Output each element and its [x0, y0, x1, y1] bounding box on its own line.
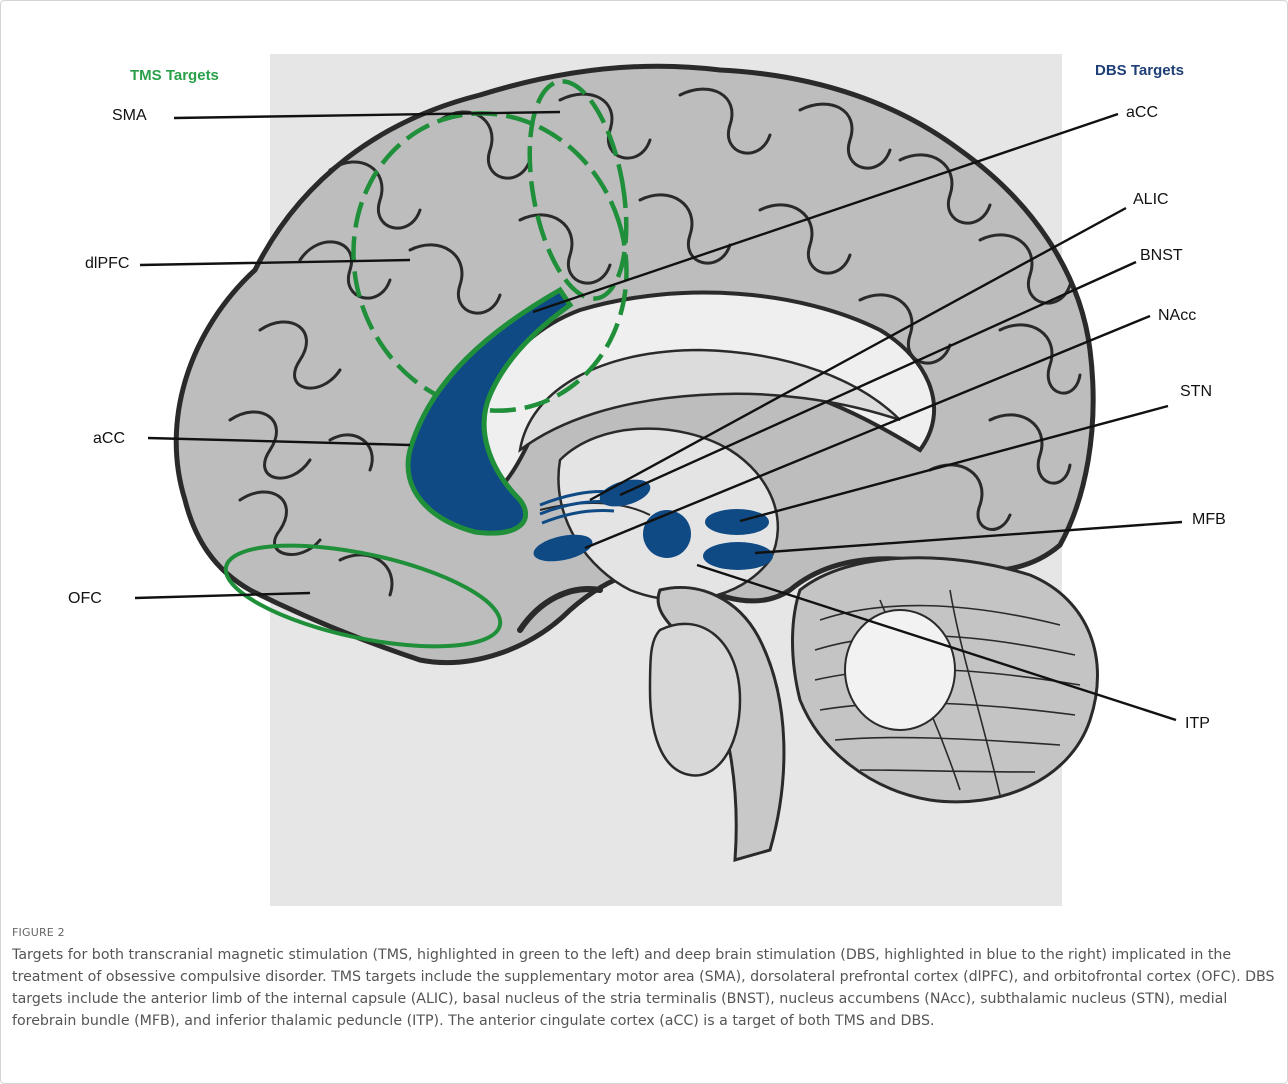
arbor-vitae	[845, 610, 955, 730]
label-bnst: BNST	[1140, 247, 1183, 264]
dbs-targets-header: DBS Targets	[1095, 62, 1184, 79]
mfb-region	[703, 542, 773, 570]
label-nacc: NAcc	[1158, 307, 1196, 324]
label-dlpfc: dlPFC	[85, 255, 129, 272]
pons	[650, 624, 740, 776]
tms-targets-header: TMS Targets	[130, 67, 219, 84]
figure-caption: Targets for both transcranial magnetic s…	[12, 944, 1278, 1032]
label-sma: SMA	[112, 107, 147, 124]
brain-diagram: TMS Targets DBS Targets SMA dlPFC aCC OF…	[0, 0, 1288, 910]
label-alic: ALIC	[1133, 191, 1169, 208]
brain-figure: TMS Targets DBS Targets SMA dlPFC aCC OF…	[0, 0, 1288, 910]
label-acc-dbs: aCC	[1126, 104, 1158, 121]
stn-region	[705, 509, 769, 535]
thalamic-target	[643, 510, 691, 558]
label-ofc: OFC	[68, 590, 102, 607]
label-stn: STN	[1180, 383, 1212, 400]
label-itp: ITP	[1185, 715, 1210, 732]
label-acc-tms: aCC	[93, 430, 125, 447]
label-mfb: MFB	[1192, 511, 1226, 528]
figure-number: FIGURE 2	[12, 926, 65, 939]
